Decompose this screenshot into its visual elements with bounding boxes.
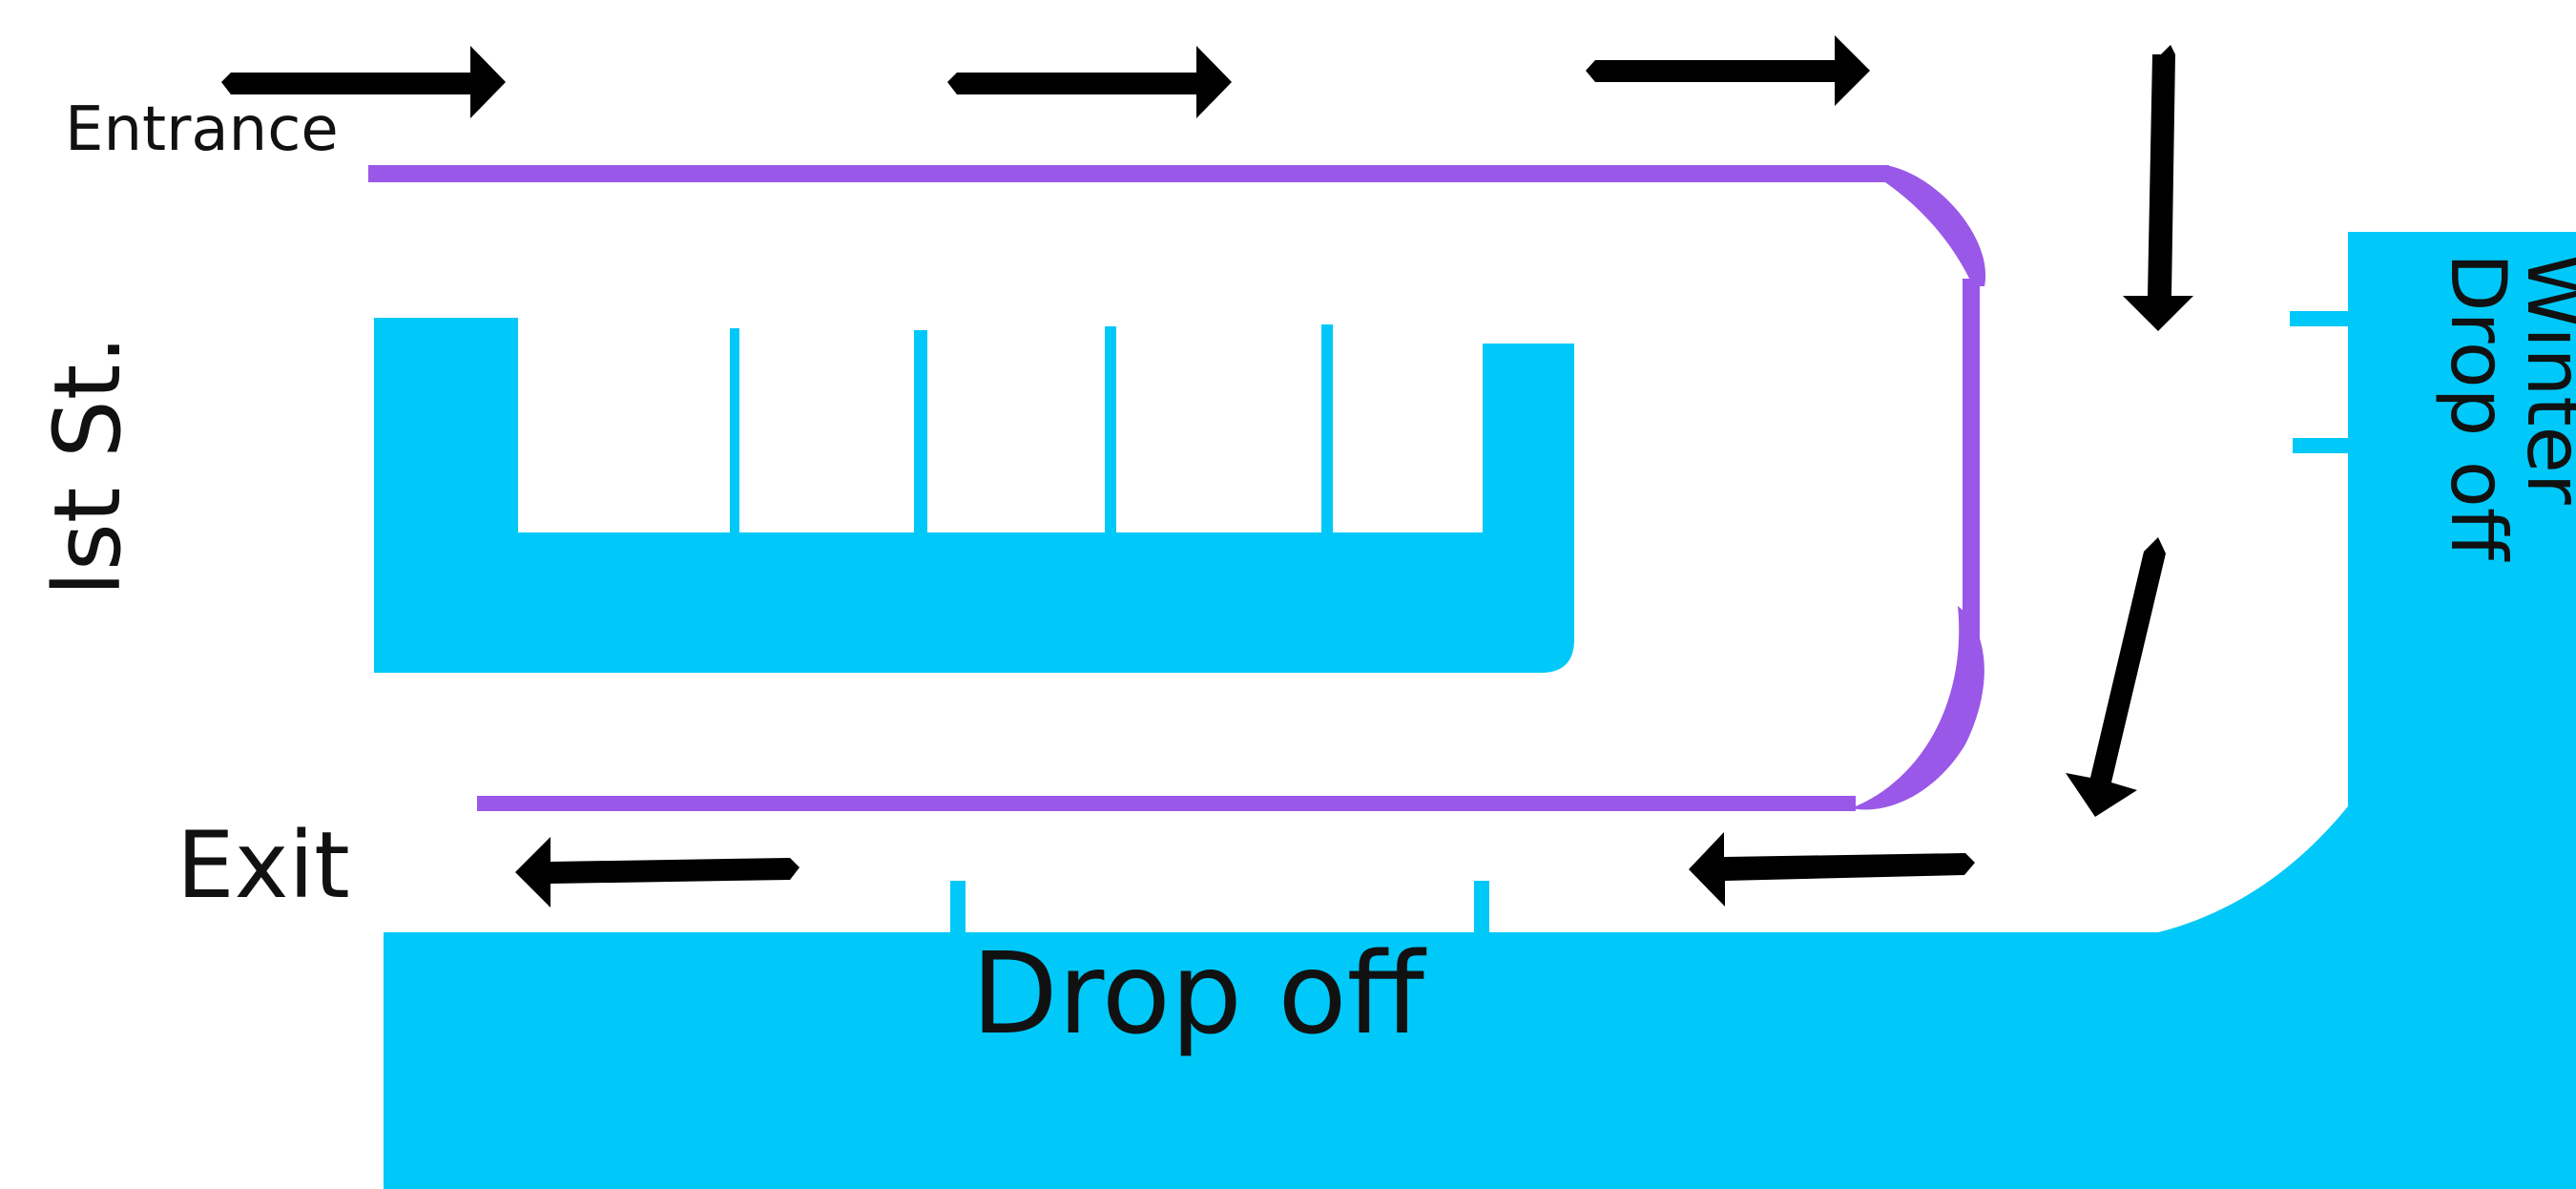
drop-off-door-left xyxy=(950,881,966,934)
arrow-icon xyxy=(2123,45,2193,331)
arrow-icon xyxy=(1586,35,1870,106)
drop-off-label: Drop off xyxy=(971,928,1427,1059)
traffic-arrows xyxy=(221,35,2193,907)
winter-drop-off-label: Winter Drop off xyxy=(2434,253,2576,562)
arrow-icon xyxy=(515,837,800,907)
stall-divider-3 xyxy=(1105,326,1116,534)
winter-door-bottom xyxy=(2293,438,2350,453)
island-building xyxy=(374,318,1574,673)
stall-divider-4 xyxy=(1321,324,1333,534)
stall-divider-1 xyxy=(730,328,739,534)
exit-label: Exit xyxy=(177,812,350,919)
arrow-icon xyxy=(2066,537,2166,817)
arrow-icon xyxy=(221,46,506,118)
winter-label-line2: Drop off xyxy=(2434,253,2523,562)
curb-bottom-corner xyxy=(1851,606,1984,810)
street-label: lst St. xyxy=(34,335,141,596)
curb-top-corner xyxy=(1885,165,1986,286)
winter-label-line1: Winter xyxy=(2510,253,2576,505)
arrow-icon xyxy=(1689,832,1975,907)
arrow-icon xyxy=(947,46,1232,118)
entrance-label: Entrance xyxy=(65,94,339,165)
stall-divider-2 xyxy=(914,330,927,534)
drop-off-door-right xyxy=(1474,881,1489,934)
main-building xyxy=(384,232,2576,1189)
winter-door-top xyxy=(2290,311,2349,326)
